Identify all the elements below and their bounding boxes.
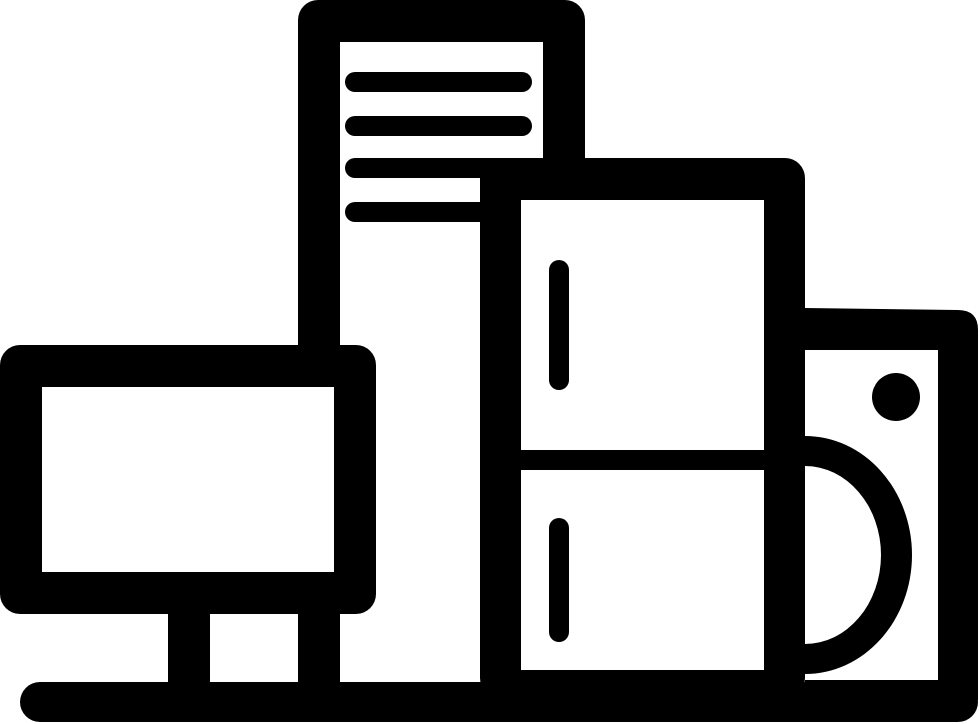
computer-monitor-icon <box>0 345 376 700</box>
washer-door <box>805 436 912 674</box>
washer-knob <box>872 373 920 421</box>
refrigerator-icon <box>480 158 805 698</box>
washing-machine-icon <box>805 308 978 700</box>
